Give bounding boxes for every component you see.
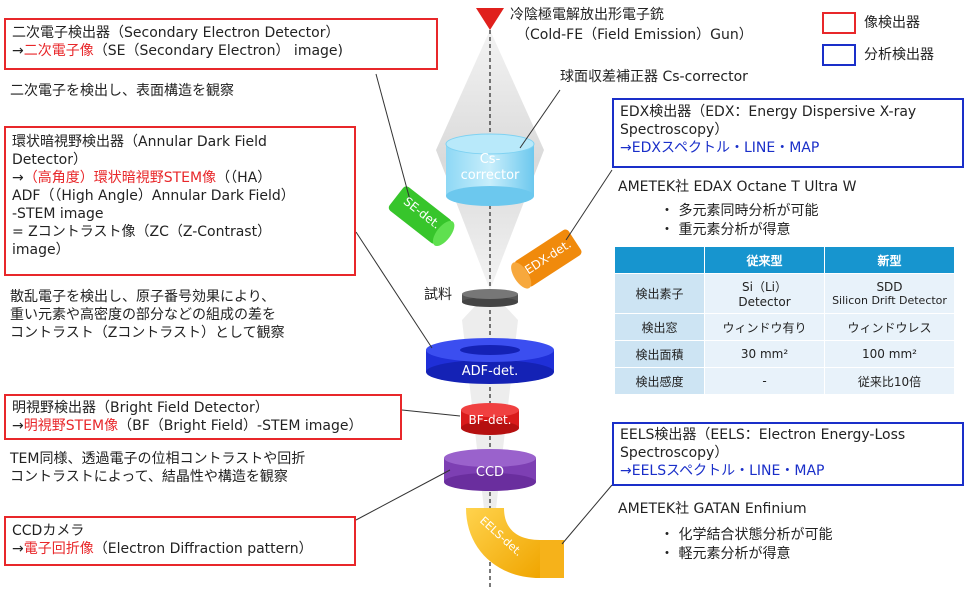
sample-label: 試料 — [424, 287, 452, 303]
bf-detector-component — [461, 403, 519, 435]
legend-image-label: 像検出器 — [864, 15, 920, 31]
edx-bullet-2: ・ 重元素分析が得意 — [660, 222, 791, 238]
leader-bf — [401, 409, 461, 417]
table-header-old: 従来型 — [704, 246, 825, 274]
table-row-label: 検出面積 — [614, 340, 705, 368]
leader-eels — [561, 484, 613, 545]
bf-detector-box: 明視野検出器（Bright Field Detector） →明視野STEM像（… — [4, 394, 402, 440]
table-cell-new: 従来比10倍 — [824, 367, 955, 395]
legend-analysis-swatch — [822, 44, 856, 66]
ccd-camera-box: CCDカメラ →電子回折像（Electron Diffraction patte… — [4, 516, 356, 566]
adf-detector-label: ADF-det. — [461, 364, 519, 379]
sample-component — [462, 289, 518, 307]
bf-description: TEM同様、透過電子の位相コントラストや回折 コントラストによって、結晶性や構造… — [10, 451, 306, 485]
edx-model: AMETEK社 EDAX Octane T Ultra W — [618, 179, 857, 195]
eels-detector-box: EELS検出器（EELS：Electron Energy-Loss Spectr… — [612, 422, 964, 486]
gun-subtitle: （Cold-FE（Field Emission）Gun） — [516, 27, 753, 43]
table-header-row: 従来型 新型 — [614, 246, 955, 274]
electron-gun-icon — [476, 8, 504, 30]
eels-bullet-2: ・ 軽元素分析が得意 — [660, 546, 791, 562]
ccd-label: CCD — [475, 465, 505, 480]
table-row: 検出窓 ウィンドウ有り ウィンドウレス — [614, 313, 955, 341]
eels-model: AMETEK社 GATAN Enfinium — [618, 501, 807, 517]
se-detector-component — [388, 186, 455, 247]
table-row: 検出感度 - 従来比10倍 — [614, 367, 955, 395]
table-cell-old: Si（Li）Detector — [704, 273, 825, 314]
table-cell-old: - — [704, 367, 825, 395]
table-header-new: 新型 — [824, 246, 955, 274]
edx-detector-component — [511, 229, 582, 289]
gun-title: 冷陰極電解放出形電子銃 — [510, 7, 664, 23]
leader-cs — [519, 89, 561, 149]
ccd-component — [444, 449, 536, 491]
table-cell-new: ウィンドウレス — [824, 313, 955, 341]
eels-bullet-1: ・ 化学結合状態分析が可能 — [660, 527, 833, 543]
legend-analysis-label: 分析検出器 — [864, 47, 934, 63]
se-detector-box: 二次電子検出器（Secondary Electron Detector） →二次… — [4, 18, 438, 70]
adf-detector-box: 環状暗視野検出器（Annular Dark Field Detector） →（… — [4, 126, 356, 276]
table-row-label: 検出窓 — [614, 313, 705, 341]
table-cell-old: 30 mm² — [704, 340, 825, 368]
adf-description: 散乱電子を検出し、原子番号効果により、 重い元素や高密度の部分などの組成の差を … — [10, 289, 285, 341]
leader-edx — [565, 169, 613, 241]
cs-corrector-caption: 球面収差補正器 Cs-corrector — [560, 69, 748, 85]
table-row-label: 検出感度 — [614, 367, 705, 395]
bf-detector-label: BF-det. — [468, 413, 512, 427]
se-description: 二次電子を検出し、表面構造を観察 — [10, 83, 234, 99]
leader-se — [375, 73, 411, 201]
eels-detector-component — [466, 508, 564, 578]
cs-corrector-label: Cs- corrector — [460, 152, 520, 183]
legend-image-swatch — [822, 12, 856, 34]
edx-detector-box: EDX検出器（EDX：Energy Dispersive X-ray Spect… — [612, 98, 964, 168]
table-row: 検出面積 30 mm² 100 mm² — [614, 340, 955, 368]
adf-detector-component — [426, 338, 554, 384]
cs-corrector-component — [445, 133, 535, 206]
leader-ccd — [355, 469, 451, 521]
table-row-label: 検出素子 — [614, 273, 705, 314]
table-header-corner — [614, 246, 705, 274]
edx-bullet-1: ・ 多元素同時分析が可能 — [660, 203, 819, 219]
table-cell-new: 100 mm² — [824, 340, 955, 368]
table-cell-old: ウィンドウ有り — [704, 313, 825, 341]
leader-adf — [355, 231, 433, 349]
